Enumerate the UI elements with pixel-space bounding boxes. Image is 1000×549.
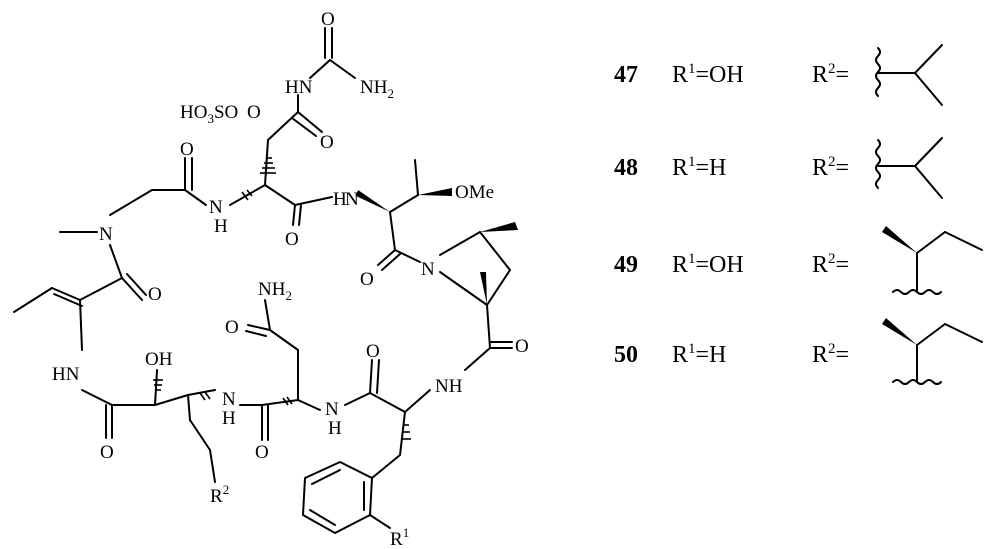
atom-nh-asn-h: H [222, 408, 236, 429]
atom-ahp-carbonyl-o: O [100, 442, 114, 463]
r2-definition: R2= [812, 341, 849, 368]
atom-oh: OH [145, 349, 173, 370]
compound-row-50: 50 R1=H R2= [614, 318, 983, 385]
atom-thr-carbonyl-o: O [360, 269, 374, 290]
atom-nh-thr: H [333, 189, 347, 210]
compound-row-47: 47 R1=OH R2= [614, 44, 943, 106]
atom-ome: OMe [455, 182, 494, 203]
atom-n-methyl: N [99, 224, 113, 245]
r1-definition: R1=OH [672, 251, 744, 278]
structure-bonds [13, 27, 513, 534]
atom-nh-asn: N [222, 389, 236, 410]
isopropyl-group-icon [875, 137, 943, 199]
atom-nh2-asn: NH2 [258, 279, 292, 303]
atom-nh-phe-h: H [328, 418, 342, 439]
atom-urea-nh: HN [285, 77, 313, 98]
atom-asp-carbonyl-o: O [320, 132, 334, 153]
compound-row-48: 48 R1=H R2= [614, 137, 943, 199]
atom-mdha-carbonyl-o: O [148, 284, 162, 305]
atom-nh-asp: N [209, 197, 223, 218]
r1-definition: R1=H [672, 341, 726, 368]
atom-asp2-carbonyl-o: O [285, 229, 299, 250]
atom-pro-carbonyl-o: O [515, 336, 529, 357]
atom-gly-carbonyl-o: O [180, 139, 194, 160]
r1-definition: R1=H [672, 154, 726, 181]
atom-urea-nh2: NH2 [360, 77, 394, 101]
atom-phe-carbonyl-o: O [366, 341, 380, 362]
atom-labels: O HN NH2 HO3SO O O O N N H H N OMe O O N… [52, 9, 529, 549]
sec-butyl-group-icon [882, 318, 983, 385]
sec-butyl-group-icon [882, 226, 983, 295]
atom-nh-thr-n: N [345, 189, 359, 210]
wedge-bonds [356, 188, 518, 305]
atom-n-pro: N [421, 259, 435, 280]
atom-nh-asp-h: H [214, 216, 228, 237]
compound-number: 49 [614, 252, 638, 278]
compound-row-49: 49 R1=OH R2= [614, 226, 983, 295]
r2-definition: R2= [812, 154, 849, 181]
compound-number: 47 [614, 62, 638, 88]
atom-asn-side-o: O [225, 317, 239, 338]
compound-number: 50 [614, 342, 638, 368]
atom-asn-carbonyl-o: O [255, 442, 269, 463]
atom-hso3o: HO3SO [180, 102, 238, 126]
r2-definition: R2= [812, 61, 849, 88]
r2-definition: R2= [812, 251, 849, 278]
atom-nh-phe: N [325, 399, 339, 420]
hashed-bonds [153, 157, 411, 440]
compound-number: 48 [614, 155, 638, 181]
atom-r2: R2 [210, 482, 229, 507]
compound-table: 47 R1=OH R2= 48 R1=H R2= 49 [614, 44, 983, 385]
isopropyl-group-icon [875, 44, 943, 106]
atom-hn-left: HN [52, 364, 80, 385]
atom-nh-pro-amide: NH [435, 376, 463, 397]
atom-r1: R1 [390, 525, 409, 549]
r1-definition: R1=OH [672, 61, 744, 88]
atom-sulfonyl-o: O [247, 102, 261, 123]
atom-urea-o: O [321, 9, 335, 30]
